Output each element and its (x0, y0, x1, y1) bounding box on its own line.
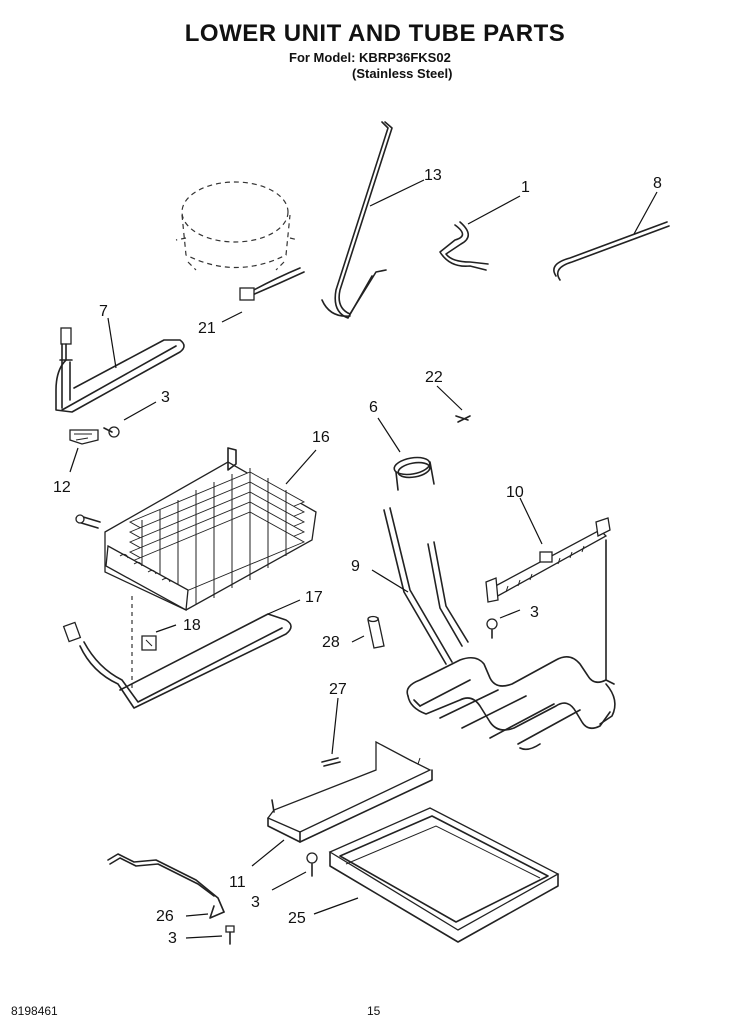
part-13-tube[interactable] (321, 121, 393, 319)
callout-25: 25 (288, 910, 306, 927)
callout-1: 1 (521, 179, 530, 196)
model-number: For Model: KBRP36FKS02 (289, 50, 451, 65)
callout-3-bottom: 3 (168, 930, 177, 947)
part-18-clip[interactable] (141, 635, 157, 651)
part-1-tube[interactable] (439, 221, 489, 271)
part-6-coil[interactable] (393, 455, 435, 491)
part-7-heater[interactable] (55, 327, 185, 413)
callout-28: 28 (322, 634, 340, 651)
callout-18: 18 (183, 617, 201, 634)
callout-11: 11 (229, 874, 246, 891)
callout-17: 17 (305, 589, 323, 606)
callout-labels: 13 1 8 7 21 3 12 16 22 6 10 9 3 17 18 28… (53, 167, 662, 947)
part-28-sleeve[interactable] (367, 615, 385, 649)
part-3-screw-upper[interactable] (103, 426, 120, 438)
callout-16: 16 (312, 429, 330, 446)
leader-lines (69, 179, 658, 939)
callout-8: 8 (653, 175, 662, 192)
callout-26: 26 (156, 908, 174, 925)
callout-3-upper: 3 (161, 389, 170, 406)
part-22-clip[interactable] (455, 415, 471, 423)
callout-13: 13 (424, 167, 442, 184)
callout-10: 10 (506, 484, 524, 501)
part-3-screw-mid[interactable] (486, 618, 498, 639)
callout-7: 7 (99, 303, 108, 320)
part-25-drain-pan[interactable] (328, 807, 560, 943)
part-12-bracket[interactable] (69, 429, 99, 445)
callout-6: 6 (369, 399, 378, 416)
model-finish: (Stainless Steel) (352, 66, 453, 81)
part-3-screw-lower[interactable] (306, 852, 318, 877)
part-11-pan-bracket[interactable] (266, 740, 433, 843)
callout-3-mid: 3 (530, 604, 539, 621)
callout-21: 21 (198, 320, 216, 337)
part-9-condenser[interactable] (383, 507, 616, 751)
part-21-clip[interactable] (239, 267, 305, 301)
part-16-evaporator[interactable] (75, 447, 317, 690)
callout-3-lower: 3 (251, 894, 260, 911)
compressor-outline (175, 181, 299, 271)
part-3-screw-bottom[interactable] (225, 925, 235, 945)
callout-9: 9 (351, 558, 360, 575)
part-17-heater[interactable] (62, 613, 292, 709)
callout-12: 12 (53, 479, 71, 496)
page-title: LOWER UNIT AND TUBE PARTS (184, 20, 566, 47)
callout-22: 22 (425, 369, 443, 386)
part-10-bracket[interactable] (485, 517, 611, 681)
callout-27: 27 (329, 681, 347, 698)
part-26-wire[interactable] (107, 853, 225, 919)
part-27-clip[interactable] (321, 757, 341, 767)
page-number: 15 (367, 1004, 381, 1018)
part-8-tube[interactable] (553, 221, 670, 281)
document-number: 8198461 (11, 1004, 58, 1018)
